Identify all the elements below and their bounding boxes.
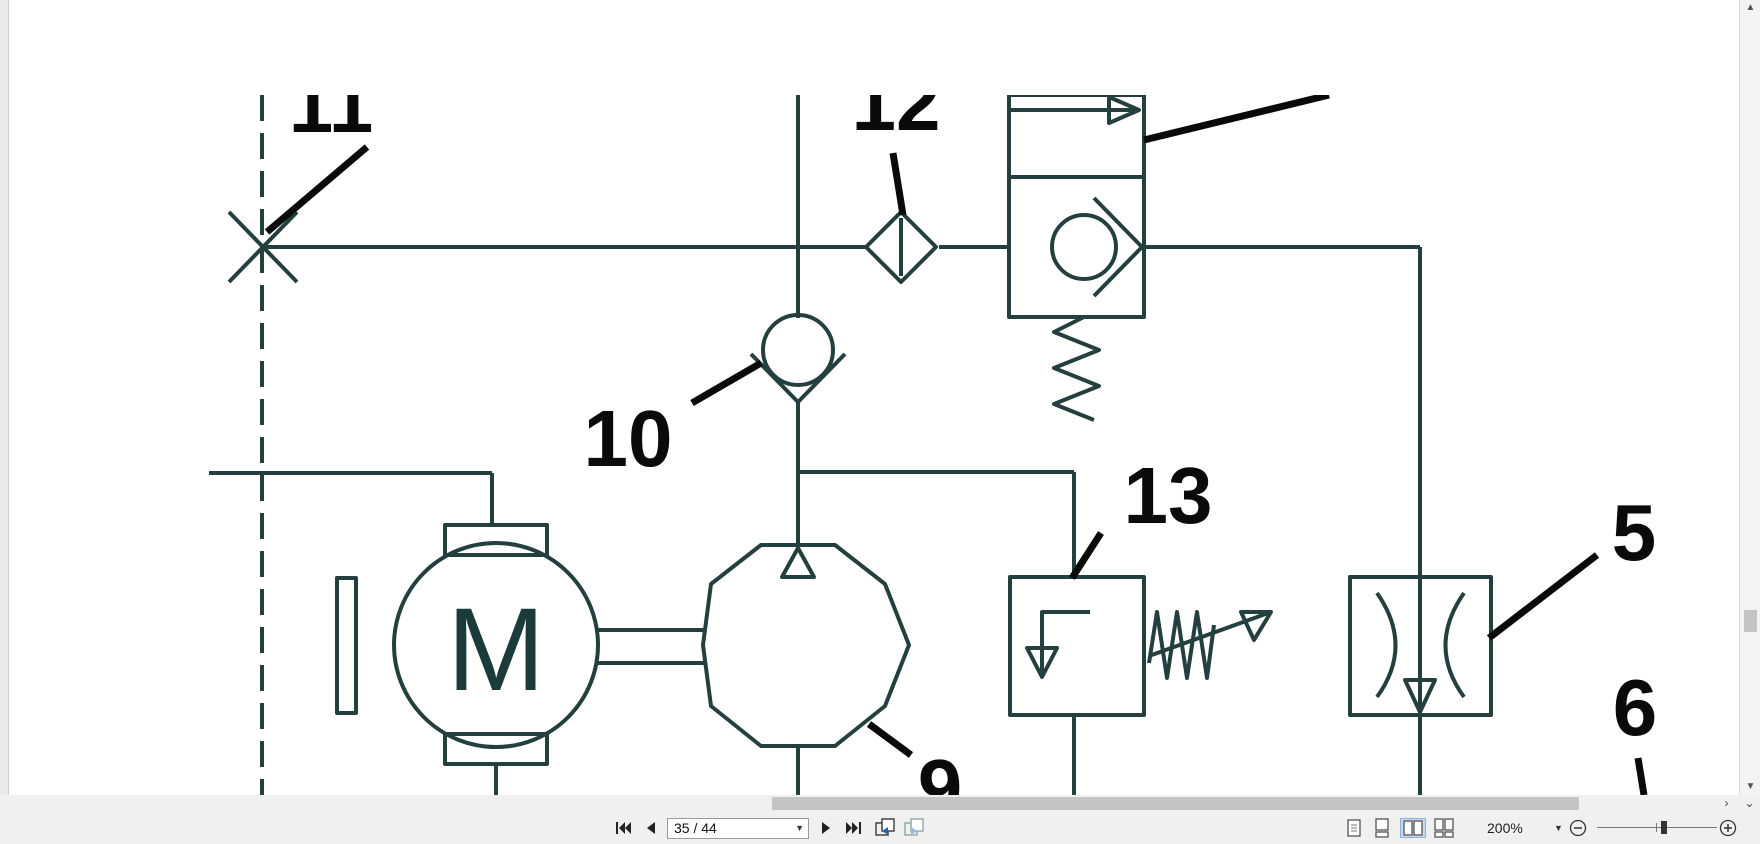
vertical-scrollbar[interactable]: ▲ ▼	[1739, 0, 1760, 795]
valve-check-seat	[1092, 196, 1144, 298]
label-10: 10	[584, 394, 673, 483]
motor-brush	[335, 576, 358, 715]
filter-symbol	[864, 210, 938, 284]
zoom-slider[interactable]	[1597, 821, 1717, 834]
hydraulic-schematic: 11 12 10 13 5 6 9 M	[9, 0, 1739, 795]
orifice-5-right-arc	[1443, 591, 1466, 699]
relief-valve-13-adjust-line	[1148, 610, 1272, 658]
leader-10	[690, 359, 763, 407]
navigation-toolbar: 35 / 44 ▼ 200% ▼	[0, 812, 1760, 844]
next-view-icon[interactable]	[902, 818, 926, 838]
facing-continuous-icon[interactable]	[1433, 818, 1455, 838]
label-5: 5	[1612, 488, 1657, 577]
label-9: 9	[918, 743, 963, 795]
zoom-level[interactable]: 200%	[1487, 820, 1523, 836]
last-page-icon[interactable]	[842, 818, 866, 838]
page-number-input[interactable]: 35 / 44 ▼	[667, 818, 809, 839]
orifice-5-arrowhead	[1403, 678, 1437, 714]
zoom-out-icon[interactable]	[1568, 818, 1588, 838]
leader-9	[866, 721, 914, 758]
check-valve-10-ball	[761, 313, 835, 387]
motor-top-terminal	[443, 523, 549, 557]
horizontal-scroll-thumb[interactable]	[772, 797, 1579, 810]
scroll-up-icon[interactable]: ▲	[1745, 2, 1756, 13]
leader-6	[1634, 757, 1648, 795]
zoom-dropdown-icon[interactable]: ▼	[1554, 823, 1563, 833]
leader-valve	[1143, 91, 1330, 144]
valve-check-ball	[1050, 213, 1118, 281]
scroll-down-icon[interactable]: ▼	[1745, 781, 1756, 792]
left-panel-edge	[0, 0, 9, 795]
valve-block-lower	[1007, 175, 1146, 319]
leader-13	[1069, 531, 1104, 580]
vertical-scroll-thumb[interactable]	[1744, 610, 1757, 632]
page-dropdown-icon[interactable]: ▼	[795, 823, 804, 833]
leader-12	[889, 152, 907, 216]
relief-valve-13-adjust-arrow	[1239, 610, 1273, 642]
leader-11	[264, 144, 370, 235]
scroll-down-corner-icon[interactable]: ⌄	[1744, 796, 1755, 810]
label-6: 6	[1613, 663, 1658, 752]
next-page-icon[interactable]	[815, 818, 837, 838]
previous-view-icon[interactable]	[873, 818, 897, 838]
single-page-icon[interactable]	[1344, 818, 1364, 838]
leader-5	[1486, 552, 1600, 641]
relief-valve-13-flow	[1040, 610, 1090, 677]
scroll-right-icon[interactable]: ›	[1724, 796, 1729, 810]
valve-upper-arrowhead	[1107, 95, 1141, 125]
document-canvas[interactable]: 11 12 10 13 5 6 9 M	[9, 0, 1739, 795]
relief-valve-13-arrowhead	[1025, 646, 1059, 679]
motor-body	[392, 541, 600, 749]
motor-letter: M	[447, 584, 545, 716]
continuous-icon[interactable]	[1372, 818, 1392, 838]
facing-pages-icon[interactable]	[1400, 818, 1426, 838]
relief-valve-13	[1008, 575, 1146, 717]
zoom-slider-knob[interactable]	[1661, 821, 1667, 834]
previous-page-icon[interactable]	[640, 818, 662, 838]
pump-body	[701, 543, 911, 748]
zoom-in-icon[interactable]	[1718, 818, 1738, 838]
page-top-blank	[9, 0, 1739, 95]
label-13: 13	[1124, 451, 1213, 540]
valve-spring	[1052, 315, 1101, 422]
orifice-5-left-arc	[1375, 591, 1398, 699]
first-page-icon[interactable]	[612, 818, 634, 838]
page-number-text: 35 / 44	[674, 820, 717, 836]
port-x-b	[227, 210, 299, 284]
horizontal-scrollbar[interactable]: › ⌄	[0, 795, 1760, 812]
valve-block-upper	[1007, 93, 1146, 179]
zoom-slider-tick	[1656, 823, 1657, 832]
orifice-5	[1348, 575, 1493, 717]
pump-arrowhead	[780, 546, 816, 579]
